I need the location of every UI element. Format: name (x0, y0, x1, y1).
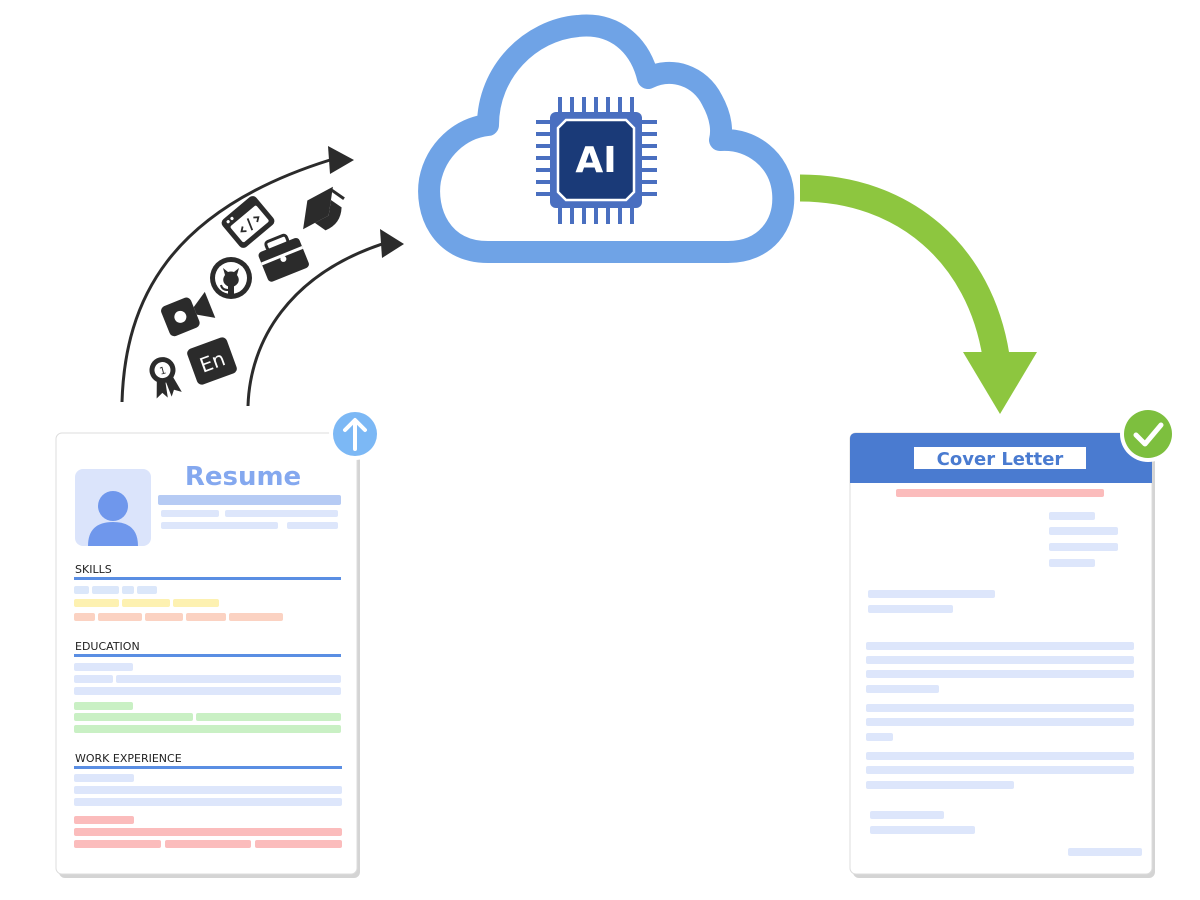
chip-label: AI (575, 140, 616, 181)
cloud: AI (418, 14, 795, 263)
cover-letter-document: Cover Letter (849, 406, 1176, 878)
cover-letter-title-box (914, 447, 1086, 469)
outer-arc-line (120, 158, 331, 403)
checkmark-icon (1133, 422, 1164, 447)
inner-arc-line (246, 242, 383, 407)
input-icons: En 1 (149, 186, 345, 399)
upload-badge (329, 408, 381, 460)
output-arrow (799, 174, 1037, 414)
inner-arc-arrowhead (380, 229, 404, 258)
skills-heading: SKILLS (75, 563, 112, 576)
check-badge (1120, 406, 1176, 462)
award-icon-text: 1 (158, 365, 167, 377)
language-icon: En (187, 337, 237, 385)
briefcase-icon (258, 233, 309, 282)
chip-body-inner (556, 118, 636, 202)
award-ribbon-icon: 1 (149, 357, 182, 399)
cover-letter-page (849, 432, 1153, 875)
upload-arrow-icon (343, 418, 367, 451)
github-icon (210, 257, 252, 299)
avatar-icon (98, 491, 128, 521)
cover-letter-title: Cover Letter (937, 449, 1064, 470)
education-heading: EDUCATION (75, 640, 140, 653)
outer-arc-arrowhead (328, 146, 354, 174)
resume-title: Resume (185, 462, 301, 492)
ai-chip-icon: AI (536, 97, 657, 224)
input-arcs (120, 146, 404, 407)
output-arrow-shaft (799, 174, 1010, 359)
work-experience-heading: WORK EXPERIENCE (75, 752, 182, 765)
chip-pins (536, 97, 657, 224)
profile-photo (75, 469, 151, 546)
code-window-icon (221, 196, 275, 248)
output-arrow-head (963, 352, 1037, 414)
resume-document: Resume SKILLS EDUCATION WORK E (55, 408, 381, 878)
graduation-cap-icon (303, 186, 345, 231)
video-camera-icon (161, 291, 216, 337)
